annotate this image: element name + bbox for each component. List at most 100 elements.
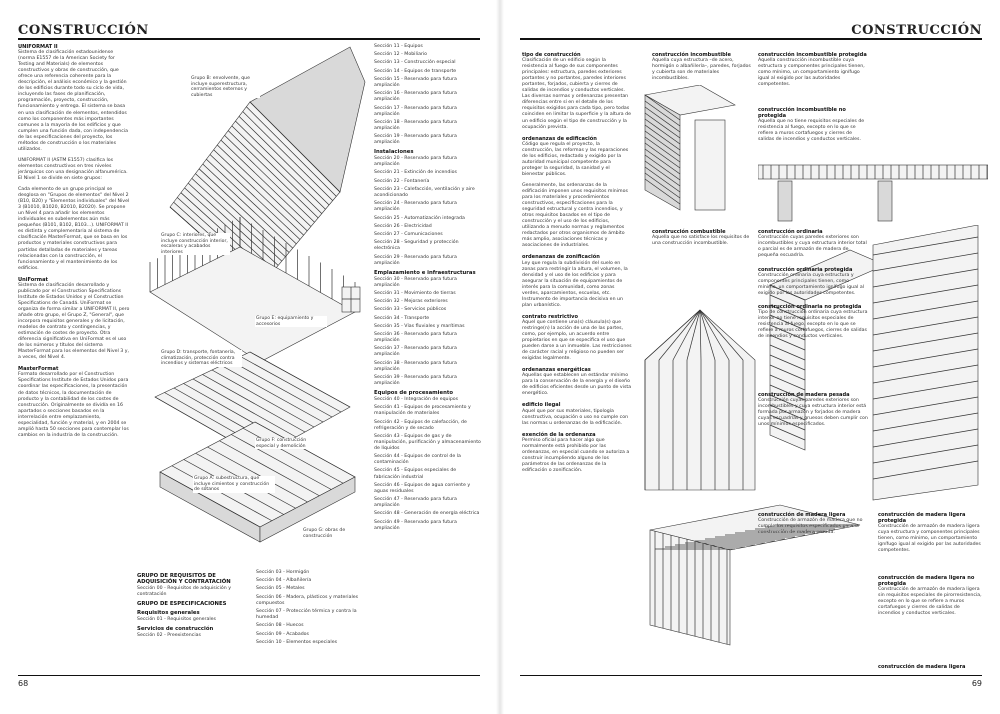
section-item: Sección 25 - Automatización integrada [374,215,465,221]
section-item: Sección 28 - Seguridad y protección elec… [374,240,459,252]
section-item: Sección 07 - Protección térmica y contra… [256,608,357,621]
incombustible-construction-drawing [644,85,736,211]
section-heading: Instalaciones [374,149,414,156]
definition-term: ordenanzas energéticas [522,367,591,374]
diagram-label-group-f: Grupo F: construcción especial y demolic… [255,438,315,450]
definition-term: construcción de madera ligera no protegi… [878,575,975,588]
section-item: Sección 40 - Integración de equipos [374,397,459,403]
definition-term: construcción de madera ligera protegida [878,512,966,525]
section-item: Sección 14 - Equipos de transporte [374,68,457,74]
section-item: Sección 00 - Requisitos de adquisición y… [137,586,232,598]
definition-term: construcción ordinaria protegida [758,267,853,273]
page-header-title: CONSTRUCCIÓN [851,23,982,38]
diagram-label-group-g: Grupo G: obras de construcción [302,528,352,540]
definition-text: Generalmente, las ordenanzas de la edifi… [522,182,628,249]
section-item: Sección 06 - Madera, plásticos y materia… [256,594,359,606]
header-rule [520,38,982,40]
section-item: Sección 11 - Equipos [374,44,423,49]
section-item: Sección 33 - Servicios públicos [374,307,447,313]
definition-term: construcción incombustible protegida [758,52,867,58]
definition-text: Ley que regula la subdivisión del suelo … [522,260,628,308]
section-item: Sección 43 - Equipos de gas y de manipul… [374,433,481,451]
diagram-label-group-c: Grupo C: interiores, que incluye constru… [160,233,230,256]
section-item: Sección 44 - Equipos de control de la co… [374,454,461,466]
definition-text: Aquella que no satisface los requisitos … [652,235,750,247]
definition-text: Sistema de clasificación desarrollado y … [18,282,130,361]
section-heading: GRUPO DE REQUISITOS DE ADQUISICIÓN Y CON… [137,573,231,586]
section-item: Sección 32 - Mejoras exteriores [374,299,448,305]
definition-term: ordenanzas de zonificación [522,254,600,261]
definition-text: Construcción cuyas paredes exteriores so… [758,235,867,259]
definition-term: construcción de madera ligera [758,512,846,518]
section-heading: Servicios de construcción [137,626,214,633]
definition-text: Código que regula el proyecto, la constr… [522,141,629,177]
section-item: Sección 20 - Reservado para futura ampli… [374,156,457,168]
definition-term: UniFormat [18,276,48,283]
section-item: Sección 18 - Reservado para futura ampli… [374,119,457,131]
section-item: Sección 13 - Construcción especial [374,60,456,66]
definition-term: MasterFormat [18,366,59,373]
section-heading: Equipos de procesamiento [374,390,454,397]
definition-term: construcción incombustible [652,52,731,58]
section-item: Sección 29 - Reservado para futura ampli… [374,254,457,266]
page-header-title: CONSTRUCCIÓN [18,23,149,38]
section-item: Sección 19 - Reservado para futura ampli… [374,134,457,146]
section-item: Sección 30 - Reservado para futura ampli… [374,276,457,288]
section-heading: Requisitos generales [137,610,200,617]
section-item: Sección 24 - Reservado para futura ampli… [374,201,457,213]
section-item: Sección 34 - Transporte [374,315,430,321]
definition-term: ordenanzas de edificación [522,135,597,142]
definition-text: Formato desarrollado por el Construction… [18,372,129,438]
steel-beam-drawing [758,164,988,222]
text-column-procurement: GRUPO DE REQUISITOS DE ADQUISICIÓN Y CON… [137,570,249,642]
definition-term: exención de la ordenanza [522,431,596,438]
header-rule [18,38,480,40]
section-item: Sección 38 - Reservado para futura ampli… [374,360,457,372]
definition-text: Aquella que no tiene requisitos especial… [758,119,865,143]
section-item: Sección 23 - Calefacción, ventilación y … [374,186,475,198]
section-item: Sección 49 - Reservado para futura ampli… [374,519,457,531]
definition-entry: Cada elemento de un grupo principal se d… [18,187,130,272]
definition-text: Aquellas que establecen un estándar míni… [522,373,632,397]
definition-text: Aquella construcción incombustible cuya … [758,58,865,88]
light-wood-frame-drawing [649,504,861,646]
section-item: Sección 35 - Vías fluviales y marítimas [374,323,465,329]
definition-term: UNIFORMAT II [18,44,58,50]
definition-term: edificio ilegal [522,402,561,409]
definition-text: Construcción cuyas paredes exteriores so… [758,398,868,428]
book-gutter [496,0,504,714]
timber-roof-framing-drawing [644,309,756,491]
definition-term: construcción de madera ligera [878,664,966,670]
section-item: Sección 27 - Comunicaciones [374,231,443,237]
definition-term: construcción de madera pesada [758,392,850,398]
heavy-timber-wall-drawing [872,225,979,501]
definition-text: Aquella cuya estructura –de acero, hormi… [652,58,751,82]
definition-text: UNIFORMAT II (ASTM E1557) clasifica los … [18,157,128,181]
section-item: Sección 12 - Mobiliario [374,52,428,58]
building-exploded-diagram [149,46,366,543]
definition-text: Tipo de construcción ordinaria cuya estr… [758,310,868,340]
section-item: Sección 17 - Reservado para futura ampli… [374,105,457,117]
section-item: Sección 46 - Equipos de agua corriente y… [374,482,471,494]
footer-rule [18,675,480,676]
section-item: Sección 31 - Movimiento de tierras [374,290,456,296]
section-item: Sección 41 - Equipos de procesamiento y … [374,405,471,417]
